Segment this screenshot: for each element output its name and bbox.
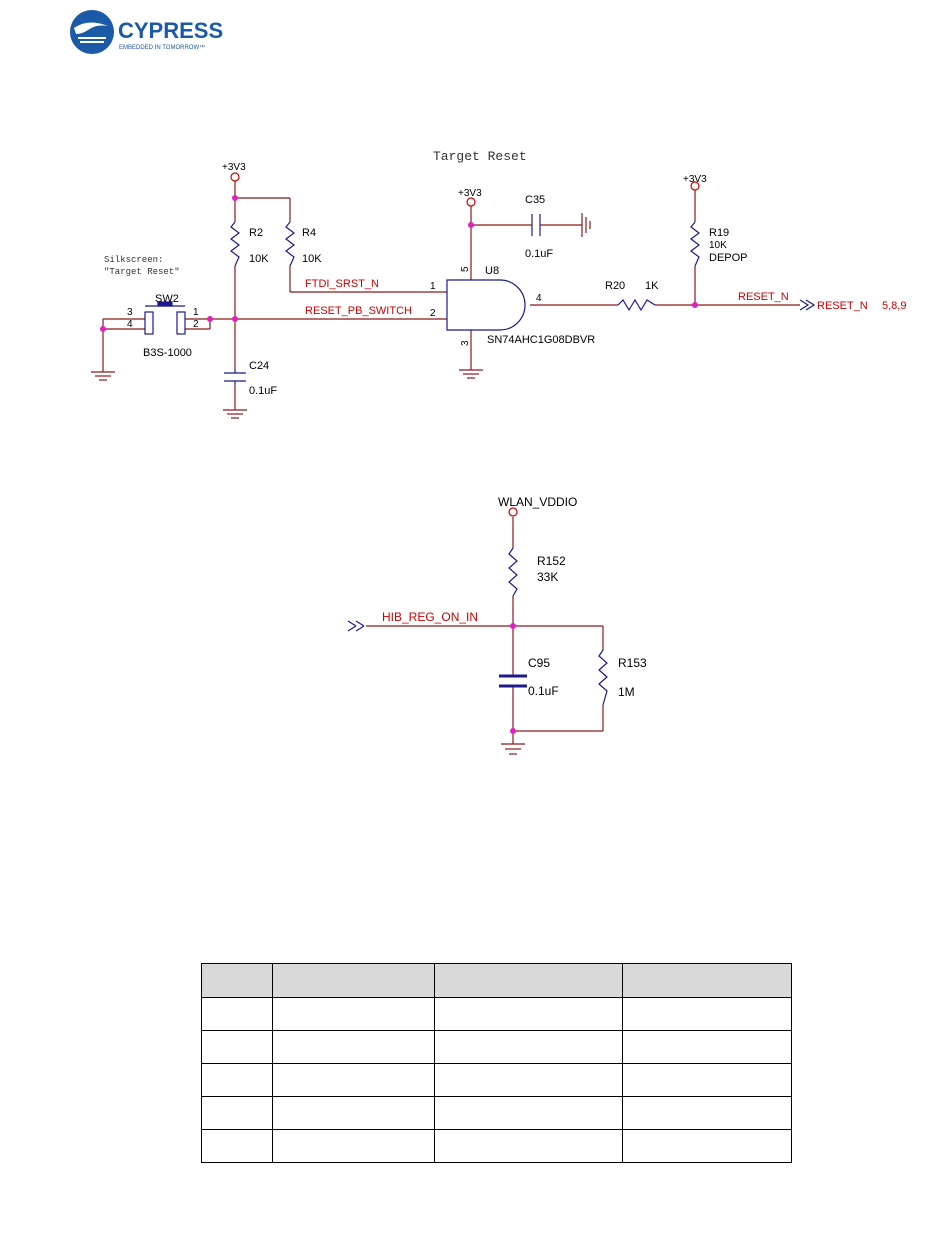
silkscreen-name: "Target Reset": [104, 267, 180, 277]
schematic-title: Target Reset: [433, 149, 527, 164]
table-header-cell: [201, 963, 273, 998]
table-row: [201, 1096, 792, 1130]
table-cell: [201, 1030, 273, 1064]
r19-value: 10K: [709, 240, 727, 251]
offpage-reset-n: RESET_N: [817, 300, 868, 312]
table-cell: [201, 1096, 273, 1130]
r20-value: 1K: [645, 280, 659, 292]
table-cell: [272, 997, 435, 1031]
table-header-row: [201, 963, 792, 998]
table-cell: [272, 1129, 435, 1163]
table-cell: [272, 1030, 435, 1064]
r4-ref: R4: [302, 227, 316, 239]
table-row: [201, 997, 792, 1031]
document-table: [201, 963, 792, 1163]
sw2-pin3: 3: [127, 307, 133, 318]
table-cell: [434, 1129, 623, 1163]
table-row: [201, 1030, 792, 1064]
target-reset-schematic: Target Reset +3V3 +3V3 +3V3 R2 10K R4 10…: [91, 149, 906, 419]
r2-value: 10K: [249, 253, 269, 265]
net-hib-reg-on-in: HIB_REG_ON_IN: [382, 610, 478, 624]
power-label-left: +3V3: [222, 162, 246, 173]
table-cell: [201, 1129, 273, 1163]
c95-value: 0.1uF: [528, 684, 559, 698]
r20-ref: R20: [605, 280, 625, 292]
table-cell: [272, 1096, 435, 1130]
r153-value: 1M: [618, 685, 635, 699]
sw2-pin4: 4: [127, 319, 133, 330]
net-reset-pb-switch: RESET_PB_SWITCH: [305, 305, 412, 317]
logo-tree-icon: [74, 22, 108, 34]
c35-value: 0.1uF: [525, 248, 553, 260]
cypress-logo: CYPRESS EMBEDDED IN TOMORROW™: [70, 10, 223, 54]
sw2-part: B3S-1000: [143, 347, 192, 359]
u8-pin4: 4: [536, 293, 542, 304]
table-cell: [622, 1030, 792, 1064]
r19-note: DEPOP: [709, 252, 748, 264]
table-cell: [201, 997, 273, 1031]
sw2-pin2: 2: [193, 319, 199, 330]
table-header-cell: [434, 963, 623, 998]
r19-ref: R19: [709, 227, 729, 239]
hib-reg-on-schematic: WLAN_VDDIO R152 33K C95 0.1uF R153 1M HI…: [347, 495, 647, 755]
table-header-cell: [622, 963, 792, 998]
u8-part: SN74AHC1G08DBVR: [487, 334, 595, 346]
power-label-wlan: WLAN_VDDIO: [498, 495, 577, 509]
c24-ref: C24: [249, 360, 269, 372]
u8-pin3: 3: [460, 340, 471, 346]
offpage-pages: 5,8,9: [882, 300, 906, 312]
power-label-u8: +3V3: [458, 188, 482, 199]
c95-ref: C95: [528, 656, 550, 670]
u8-pin5: 5: [460, 266, 471, 272]
table-cell: [434, 1030, 623, 1064]
r153-ref: R153: [618, 656, 647, 670]
power-label-r19: +3V3: [683, 174, 707, 185]
r4-value: 10K: [302, 253, 322, 265]
c35-ref: C35: [525, 194, 545, 206]
r152-value: 33K: [537, 570, 558, 584]
r152-ref: R152: [537, 554, 566, 568]
u8-ref: U8: [485, 265, 499, 277]
logo-tagline: EMBEDDED IN TOMORROW™: [119, 44, 205, 51]
table-cell: [622, 1129, 792, 1163]
table-cell: [622, 997, 792, 1031]
r2-ref: R2: [249, 227, 263, 239]
table-cell: [272, 1063, 435, 1097]
table-cell: [201, 1063, 273, 1097]
table-cell: [434, 1063, 623, 1097]
net-reset-n: RESET_N: [738, 291, 789, 303]
table-cell: [434, 1096, 623, 1130]
c24-value: 0.1uF: [249, 385, 277, 397]
table-row: [201, 1129, 792, 1163]
sw2-ref: SW2: [155, 293, 179, 305]
table-header-cell: [272, 963, 435, 998]
net-ftdi-srst: FTDI_SRST_N: [305, 278, 379, 290]
u8-pin2: 2: [430, 308, 436, 319]
table-cell: [622, 1096, 792, 1130]
u8-pin1: 1: [430, 281, 436, 292]
table-cell: [434, 997, 623, 1031]
table-cell: [622, 1063, 792, 1097]
table-row: [201, 1063, 792, 1097]
silkscreen-label: Silkscreen:: [104, 255, 163, 265]
logo-brand: CYPRESS: [118, 18, 223, 43]
sw2-pin1: 1: [193, 307, 199, 318]
